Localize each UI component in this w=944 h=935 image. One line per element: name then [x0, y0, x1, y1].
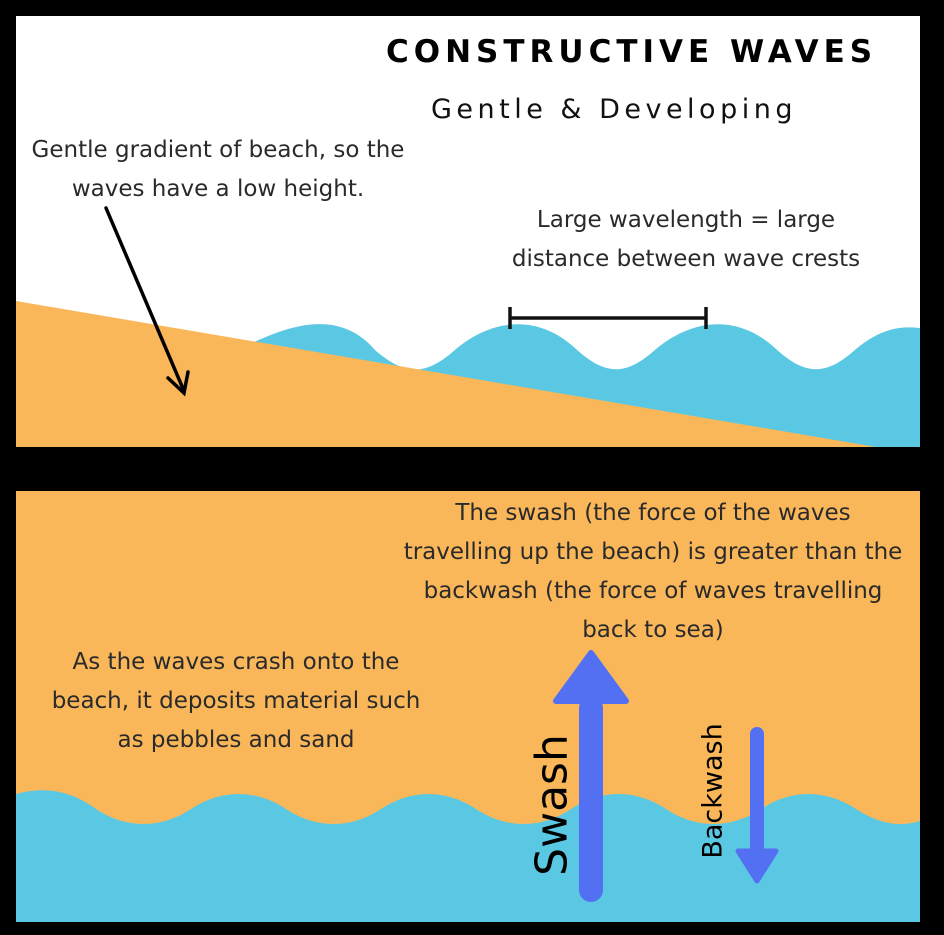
backwash-arrow-icon: [735, 727, 779, 884]
gradient-label-line-1: Gentle gradient of beach, so the: [31, 137, 405, 163]
up-arrow-icon: [553, 650, 629, 902]
deposit-description-line-3: as pebbles and sand: [117, 727, 355, 753]
beach-profile-diagram: [16, 206, 920, 447]
wavelength-label: Large wavelength = large distance betwee…: [486, 201, 886, 279]
gradient-label-line-2: waves have a low height.: [71, 176, 365, 202]
top-panel: CONSTRUCTIVE WAVES Gentle & Developing G…: [16, 16, 920, 447]
deposit-description-line-2: beach, it deposits material such: [51, 688, 421, 714]
sea-diagram: [16, 650, 920, 922]
wavelength-bracket-icon: [508, 307, 708, 329]
deposit-description-line-1: As the waves crash onto the: [72, 649, 400, 675]
swash-description: The swash (the force of the waves travel…: [386, 494, 920, 650]
swash-description-line-4: back to sea): [582, 617, 724, 643]
backwash-label: Backwash: [697, 723, 729, 859]
swash-description-line-3: backwash (the force of waves travelling: [423, 578, 883, 604]
wavelength-label-line-1: Large wavelength = large: [536, 207, 836, 233]
swash-label: Swash: [526, 734, 578, 876]
wavelength-label-line-2: distance between wave crests: [511, 246, 861, 272]
subtitle: Gentle & Developing: [431, 94, 797, 125]
title: CONSTRUCTIVE WAVES: [386, 34, 878, 70]
swash-description-line-2: travelling up the beach) is greater than…: [403, 539, 903, 565]
swash-description-line-1: The swash (the force of the waves: [455, 500, 851, 526]
gradient-label: Gentle gradient of beach, so the waves h…: [16, 131, 420, 209]
down-arrow-icon: [104, 206, 190, 397]
sea-waves-bottom: [16, 790, 920, 922]
beach-slope: [16, 301, 876, 447]
bottom-panel: The swash (the force of the waves travel…: [16, 491, 920, 922]
deposit-description: As the waves crash onto the beach, it de…: [36, 643, 436, 760]
